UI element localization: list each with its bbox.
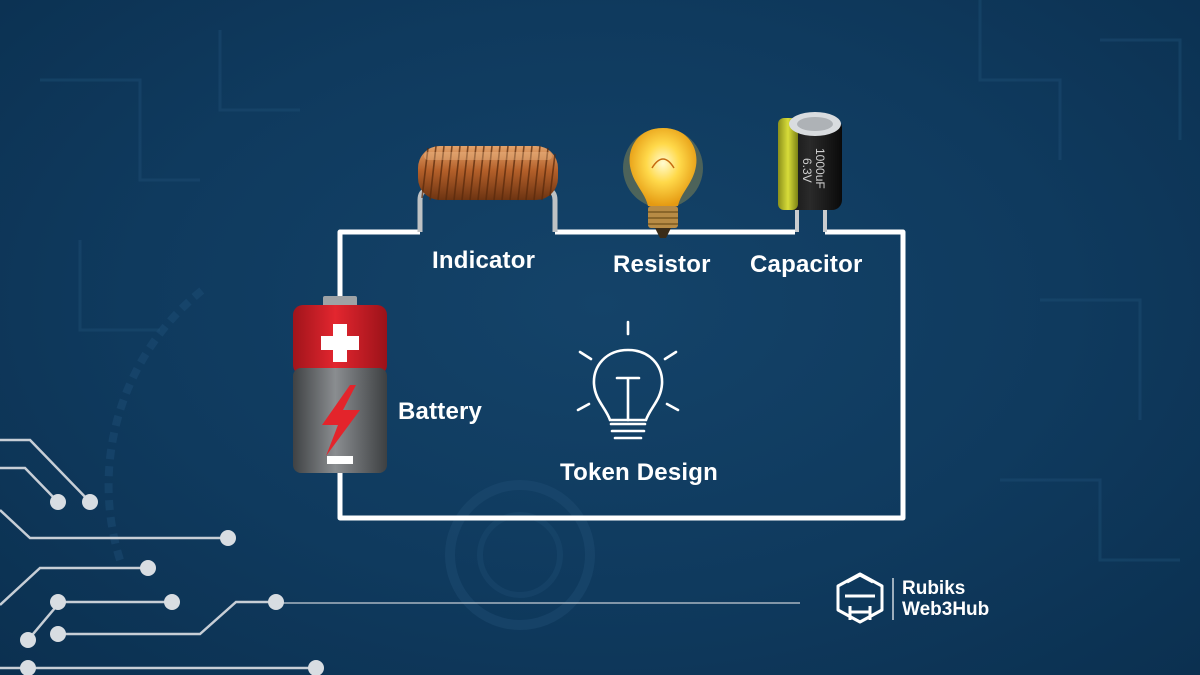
coil-inductor-icon [417, 145, 558, 232]
token-design-label: Token Design [560, 459, 718, 486]
brand-name: Rubiks Web3Hub [902, 578, 989, 620]
idea-bulb-icon [576, 320, 680, 440]
capacitor-value-text: 1000uF [813, 148, 827, 189]
circuit-wire [337, 229, 906, 521]
battery-label: Battery [398, 398, 483, 425]
resistor-label: Resistor [613, 251, 711, 278]
capacitor-label: Capacitor [750, 251, 863, 278]
light-bulb-icon [623, 128, 703, 238]
battery-icon [293, 296, 387, 473]
capacitor-voltage-text: 6.3V [800, 158, 814, 183]
brand-logo-icon [836, 572, 884, 624]
brand-name-line2: Web3Hub [902, 599, 990, 620]
brand-name-line1: Rubiks [902, 578, 966, 599]
capacitor-icon: 1000uF 6.3V [778, 112, 842, 232]
indicator-label: Indicator [432, 247, 536, 274]
